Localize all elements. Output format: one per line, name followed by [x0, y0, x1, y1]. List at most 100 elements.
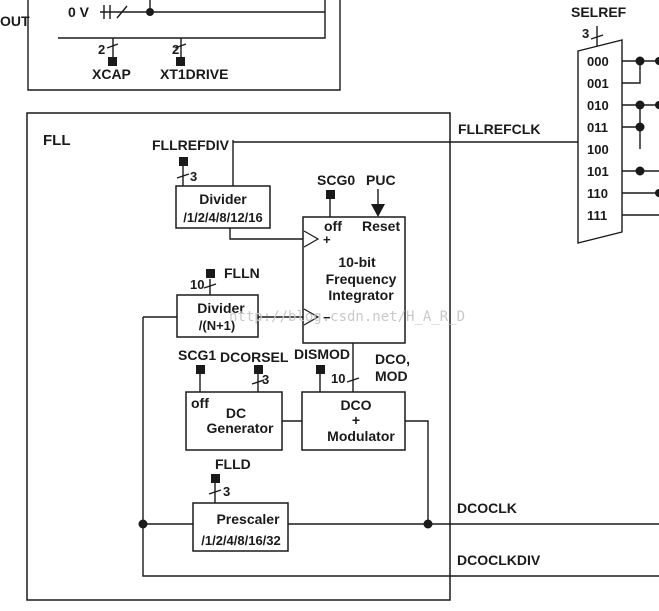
flln-config-wire [203, 279, 217, 295]
selref-bits: 3 [582, 26, 589, 41]
n-divider-title: Divider [197, 300, 245, 316]
fllrefclk-label: FLLREFCLK [458, 121, 540, 137]
oscillator-box [27, 0, 341, 91]
selref-select-wire [590, 26, 604, 47]
scg1-pin [196, 365, 205, 374]
refdiv-to-integrator-wire [229, 228, 304, 240]
dc-generator-line-2: Generator [207, 420, 274, 436]
selref-input-011: 011 [587, 120, 608, 135]
selref-junction-000 [635, 56, 645, 66]
fll-wiring [142, 140, 659, 577]
fll-title: FLL [43, 132, 71, 149]
selref-junction-101 [635, 166, 645, 176]
scg1-label: SCG1 [178, 347, 216, 363]
refdiv-config-wire [176, 166, 190, 186]
capacitor-symbol [103, 5, 111, 19]
dcorsel-bits: 3 [262, 372, 269, 387]
dco-bus-tick [346, 377, 360, 383]
dcorsel-wire [251, 373, 265, 392]
config-wires [112, 38, 182, 60]
dco-modulator-line-3: Modulator [327, 428, 395, 444]
dco-modulator-line-2: + [352, 412, 360, 428]
puc-reset-arrow [371, 189, 385, 217]
flld-config-wire [208, 482, 222, 503]
prescaler-block [192, 502, 289, 552]
fllrefdiv-label: FLLREFDIV [152, 137, 230, 153]
bus-ticks [106, 43, 187, 49]
dcoclk-junction-right [423, 519, 433, 529]
dco-bus-bits: 10 [331, 371, 345, 386]
dco-mod-line-1: DCO, [375, 351, 410, 367]
selref-junction-011 [635, 122, 645, 132]
dco-modulator-line-1: DCO [340, 397, 371, 413]
fll-frame [26, 112, 451, 601]
prescaler-title: Prescaler [216, 511, 280, 527]
prescaler-ratios: /1/2/4/8/16/32 [201, 533, 281, 548]
feedback-divider-block [176, 294, 259, 338]
frequency-integrator-block [302, 216, 406, 344]
flld-bits: 3 [223, 484, 230, 499]
n-divider-ratio: /(N+1) [199, 318, 235, 333]
puc-label: PUC [366, 172, 396, 188]
out-label: OUT [0, 13, 30, 29]
ref-divider-title: Divider [199, 191, 247, 207]
selref-input-110: 110 [587, 186, 608, 201]
dcoclk-junction-left [138, 519, 148, 529]
fllrefdiv-pin [179, 157, 188, 166]
dc-generator-block [185, 391, 283, 451]
xtdrive-pin [176, 57, 185, 66]
dismod-pin [316, 365, 325, 374]
selref-input-001: 001 [587, 76, 609, 91]
dcorsel-label: DCORSEL [220, 349, 289, 365]
dcoclkdiv-wire [142, 317, 659, 577]
junction-dot [146, 8, 154, 16]
dco-output-wire [405, 420, 429, 524]
ref-divider-ratios: /1/2/4/8/12/16 [183, 210, 263, 225]
xcap-pin [108, 57, 117, 66]
watermark: http://blog.csdn.net/H_A_R_D [229, 309, 465, 325]
dismod-label: DISMOD [294, 346, 350, 362]
selref-edge-dot-1 [655, 57, 659, 65]
xcap-bits: 2 [98, 42, 105, 57]
fllrefdiv-bits: 3 [190, 169, 197, 184]
capacitor-wire [149, 0, 325, 13]
integrator-off-label: off [324, 218, 342, 234]
selref-junction-010 [635, 100, 645, 110]
dc-generator-line-1: DC [226, 405, 246, 421]
selref-input-101: 101 [587, 164, 609, 179]
oscillator-bus-wire [58, 0, 326, 39]
oscillator-fragment [27, 0, 341, 91]
plus-input-wedge [303, 230, 320, 248]
integrator-line-2: Frequency [326, 271, 397, 287]
selref-input-111: 111 [587, 208, 607, 223]
selref-edge-dot-3 [655, 189, 659, 197]
scg0-pin [326, 190, 335, 199]
selref-label: SELREF [571, 4, 627, 20]
dc-generator-off: off [191, 395, 209, 411]
selref-input-010: 010 [587, 98, 609, 113]
dcoclk-label: DCOCLK [457, 500, 517, 516]
integrator-reset-label: Reset [362, 218, 400, 234]
scg0-label: SCG0 [317, 172, 355, 188]
flld-pin [211, 474, 220, 483]
dcoclkdiv-label: DCOCLKDIV [457, 552, 541, 568]
flln-pin [206, 269, 215, 278]
plus-sign: + [323, 232, 331, 247]
integrator-line-1: 10-bit [338, 254, 376, 270]
minus-sign: − [323, 310, 331, 325]
dco-modulator-block [301, 391, 406, 451]
zero-v-label: 0 V [68, 4, 90, 20]
flln-label: FLLN [224, 265, 260, 281]
minus-input-wedge [303, 308, 320, 326]
xtdrive-label: XT1DRIVE [160, 66, 228, 82]
xcap-label: XCAP [92, 66, 131, 82]
selref-input-100: 100 [587, 142, 609, 157]
flld-label: FLLD [215, 456, 251, 472]
flln-bits: 10 [190, 277, 204, 292]
reference-divider-block [175, 185, 271, 229]
dcorsel-pin [254, 365, 263, 374]
selref-mux [577, 39, 623, 244]
selref-input-000: 000 [587, 54, 609, 69]
